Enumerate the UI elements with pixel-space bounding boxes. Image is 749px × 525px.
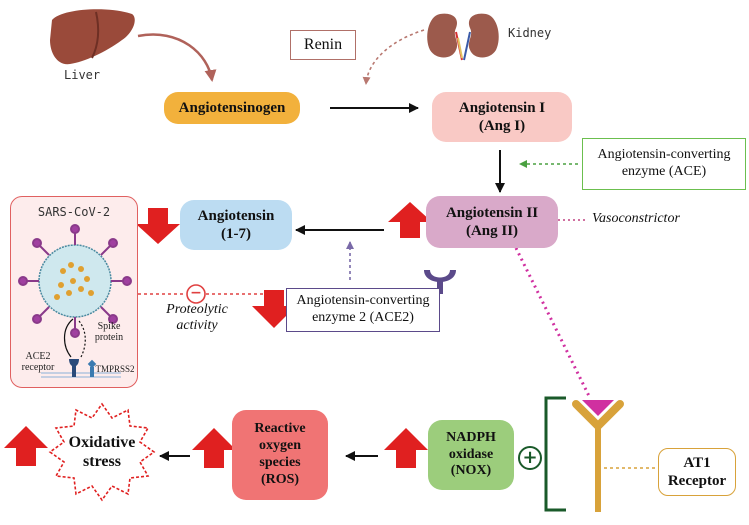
- ace2-box: Angiotensin-converting enzyme 2 (ACE2): [286, 288, 440, 332]
- ros-label-line2: oxygen: [259, 438, 301, 454]
- oxidative-label-line2: stress: [83, 453, 121, 470]
- ang2-to-at1-dotted-arrow: [514, 247, 592, 399]
- virus-icon: [18, 224, 132, 378]
- ang2-label-line1: Angiotensin II: [445, 205, 539, 221]
- ang1-label-line1: Angiotensin I: [458, 100, 546, 116]
- ros-up-arrow-icon: [192, 428, 236, 468]
- minus-sign: −: [190, 285, 202, 301]
- kidney-icon: [427, 13, 499, 61]
- oxidative-label-line1: Oxidative: [68, 433, 136, 451]
- angiotensinogen-node: Angiotensinogen: [164, 92, 300, 124]
- ace2-receptor-icon: [424, 270, 456, 294]
- at1-label-line2: Receptor: [667, 473, 727, 489]
- ang17-label-line1: Angiotensin: [197, 208, 275, 224]
- ros-label-line4: (ROS): [260, 471, 300, 487]
- nox-up-arrow-icon: [384, 428, 428, 468]
- kidney-label: Kidney: [508, 26, 552, 40]
- ang1-label-line2: (Ang I): [478, 118, 526, 134]
- at1-bracket: [544, 396, 566, 512]
- ace-label: Angiotensin-converting enzyme (ACE): [597, 147, 731, 179]
- liver-label: Liver: [64, 68, 101, 82]
- liver-to-angiotensinogen-arrow: [137, 33, 217, 82]
- oxidative-stress-burst: [48, 402, 156, 502]
- ang17-label-line2: (1-7): [221, 226, 251, 242]
- ace-box: Angiotensin-converting enzyme (ACE): [582, 138, 746, 190]
- nox-node: NADPH oxidase (NOX): [428, 420, 514, 490]
- ang17-down-arrow-icon: [136, 208, 180, 244]
- liver-icon: [50, 9, 135, 65]
- ang2-label-line2: (Ang II): [465, 223, 519, 239]
- at1-receptor-icon: [572, 400, 624, 512]
- renin-label: Renin: [303, 36, 343, 54]
- proteolytic-label: Proteolytic activity: [160, 302, 234, 334]
- ace2-receptor-label-line1: ACE2: [25, 351, 51, 362]
- ros-node: Reactive oxygen species (ROS): [232, 410, 328, 500]
- at1-receptor-box: AT1 Receptor: [658, 448, 736, 496]
- ang1-node: Angiotensin I (Ang I): [432, 92, 572, 142]
- spike-protein-label: Spike protein: [89, 321, 129, 343]
- proteolytic-label-line2: activity: [176, 318, 218, 334]
- plus-sign: +: [522, 447, 538, 468]
- oxidative-stress-node: Oxidative stress: [56, 430, 148, 474]
- ace2-label: Angiotensin-converting enzyme 2 (ACE2): [296, 293, 430, 325]
- tmprss2-label: TMPRSS2: [95, 364, 135, 374]
- nox-label-line3: (NOX): [450, 463, 492, 479]
- nox-label-line1: NADPH: [446, 429, 496, 445]
- plus-circle-icon: [518, 446, 542, 470]
- sars-cov-2-title: SARS-CoV-2: [37, 205, 111, 219]
- proteolytic-label-line1: Proteolytic: [166, 302, 228, 317]
- ace2-receptor-label: ACE2 receptor: [15, 351, 61, 373]
- angiotensinogen-label: Angiotensinogen: [178, 100, 286, 116]
- at1-label-line1: AT1: [683, 455, 711, 471]
- spike-protein-label-line2: protein: [94, 332, 124, 343]
- minus-circle-icon: [186, 284, 206, 304]
- vasoconstrictor-label: Vasoconstrictor: [592, 211, 680, 226]
- ros-label-line1: Reactive: [254, 421, 306, 437]
- ace2-receptor-label-line2: receptor: [21, 362, 55, 373]
- ang17-node: Angiotensin (1-7): [180, 200, 292, 250]
- ros-label-line3: species: [259, 455, 301, 470]
- renin-box: Renin: [290, 30, 356, 60]
- nox-label-line2: oxidase: [448, 446, 494, 462]
- oxidative-up-arrow-icon: [4, 426, 48, 466]
- spike-protein-label-line1: Spike: [97, 321, 121, 332]
- ang2-up-arrow-icon: [388, 202, 432, 238]
- sars-cov-2-panel: SARS-CoV-2: [10, 196, 138, 388]
- ace2-down-arrow-icon: [252, 290, 296, 328]
- kidney-to-renin-dashed-arrow: [362, 29, 425, 85]
- ang2-node: Angiotensin II (Ang II): [426, 196, 558, 248]
